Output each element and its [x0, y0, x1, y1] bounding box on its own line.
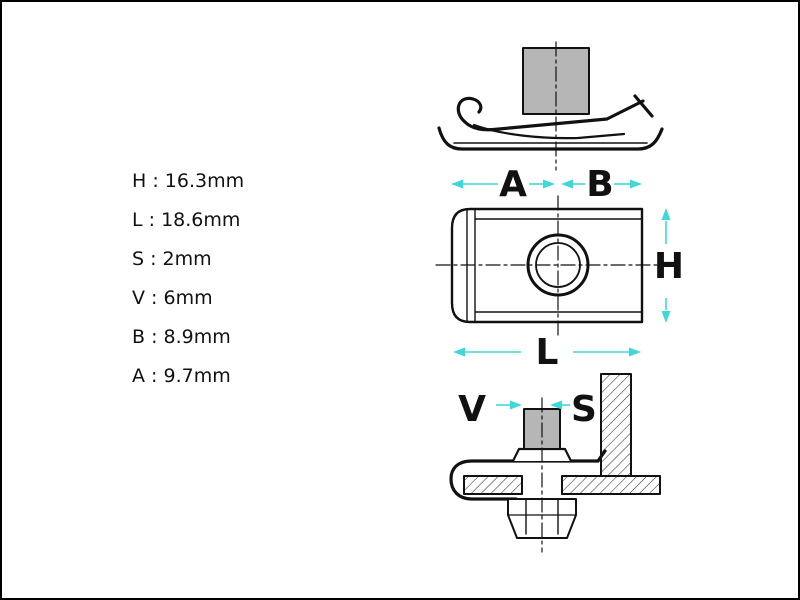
dim-label-a: A	[499, 164, 527, 205]
panel-left-section	[463, 475, 523, 495]
dimension-letters: A B H L V S	[458, 164, 684, 430]
panel-right-section	[561, 475, 661, 495]
spec-row-a: A : 9.7mm	[132, 365, 231, 387]
spec-row-b: B : 8.9mm	[132, 326, 231, 348]
dimension-arrowheads	[451, 179, 671, 410]
clip-lower-leg-path	[472, 123, 626, 140]
section-view	[449, 373, 661, 553]
dim-a-arrowhead-left	[451, 179, 463, 189]
clip-section-tip	[596, 449, 607, 463]
dim-v-arrowhead	[510, 400, 522, 410]
clip-section-path	[449, 459, 600, 501]
dim-label-l: L	[536, 332, 559, 373]
side-view	[437, 41, 664, 171]
dim-label-v: V	[458, 389, 486, 430]
spec-row-v: V : 6mm	[132, 287, 213, 309]
dim-l-arrowhead-right	[629, 347, 641, 357]
dim-label-h: H	[654, 246, 684, 287]
dim-a-arrowhead-right	[543, 179, 555, 189]
dim-h-arrowhead-bottom	[661, 311, 671, 323]
dim-label-b: B	[586, 164, 613, 205]
dim-b-arrowhead-right	[630, 179, 642, 189]
spec-list: H : 16.3mm L : 18.6mm S : 2mm V : 6mm B …	[132, 170, 244, 387]
spec-row-h: H : 16.3mm	[132, 170, 245, 192]
top-view	[435, 195, 659, 337]
clip-tip-foot-path	[633, 94, 654, 118]
panel-wall-section	[600, 373, 632, 477]
spec-row-s: S : 2mm	[132, 248, 212, 270]
clip-base-path	[437, 126, 664, 151]
drawing-lines	[435, 41, 664, 553]
dim-h-arrowhead-top	[661, 208, 671, 220]
dim-b-arrowhead-left	[561, 179, 573, 189]
dim-label-s: S	[571, 389, 597, 430]
spec-row-l: L : 18.6mm	[132, 209, 241, 231]
dimension-lines	[463, 183, 667, 406]
dim-l-arrowhead-left	[453, 347, 465, 357]
dim-s-arrowhead	[550, 400, 562, 410]
